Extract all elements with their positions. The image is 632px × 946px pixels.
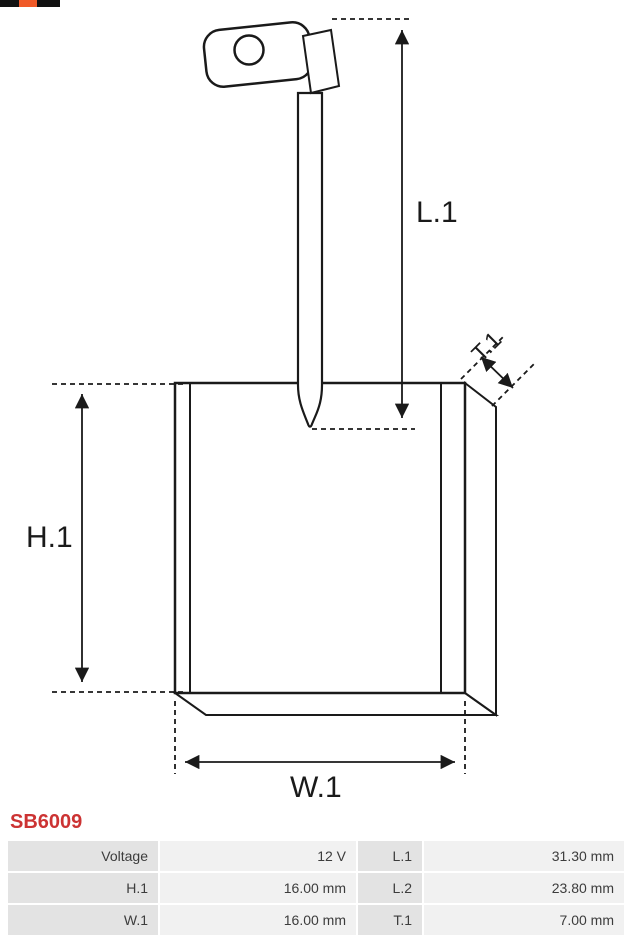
brush-bottom-face	[171, 692, 500, 716]
dim-l1-label: L.1	[416, 196, 458, 229]
spec-t1-label: T.1	[358, 905, 422, 935]
spec-w1-value: 16.00 mm	[160, 905, 356, 935]
logo-fragment	[0, 0, 60, 7]
technical-drawing: L.1 H.1 W.1 T.1	[26, 18, 536, 804]
dim-t1-label: T.1	[466, 326, 506, 366]
lead-wire	[296, 91, 324, 428]
dim-l1: L.1	[312, 18, 458, 430]
terminal-hole	[233, 34, 265, 66]
dim-w1-label: W.1	[290, 771, 342, 804]
brush-front-face	[173, 381, 467, 695]
terminal-tab	[301, 28, 341, 95]
spec-l2-value: 23.80 mm	[424, 873, 624, 903]
spec-l2-label: L.2	[358, 873, 422, 903]
terminal	[202, 21, 341, 95]
dim-h1: H.1	[26, 383, 183, 693]
spec-h1-label: H.1	[8, 873, 158, 903]
spec-voltage-value: 12 V	[160, 841, 356, 871]
spec-h1-value: 16.00 mm	[160, 873, 356, 903]
spec-l1-value: 31.30 mm	[424, 841, 624, 871]
spec-t1-value: 7.00 mm	[424, 905, 624, 935]
spec-w1-label: W.1	[8, 905, 158, 935]
brush-body	[171, 380, 500, 717]
dim-h1-label: H.1	[26, 521, 73, 554]
spec-table: Voltage 12 V L.1 31.30 mm H.1 16.00 mm L…	[8, 841, 624, 935]
spec-voltage-label: Voltage	[8, 841, 158, 871]
spec-l1-label: L.1	[358, 841, 422, 871]
dim-w1: W.1	[174, 701, 466, 804]
brush-side-face	[464, 380, 497, 717]
part-number: SB6009	[10, 811, 83, 833]
